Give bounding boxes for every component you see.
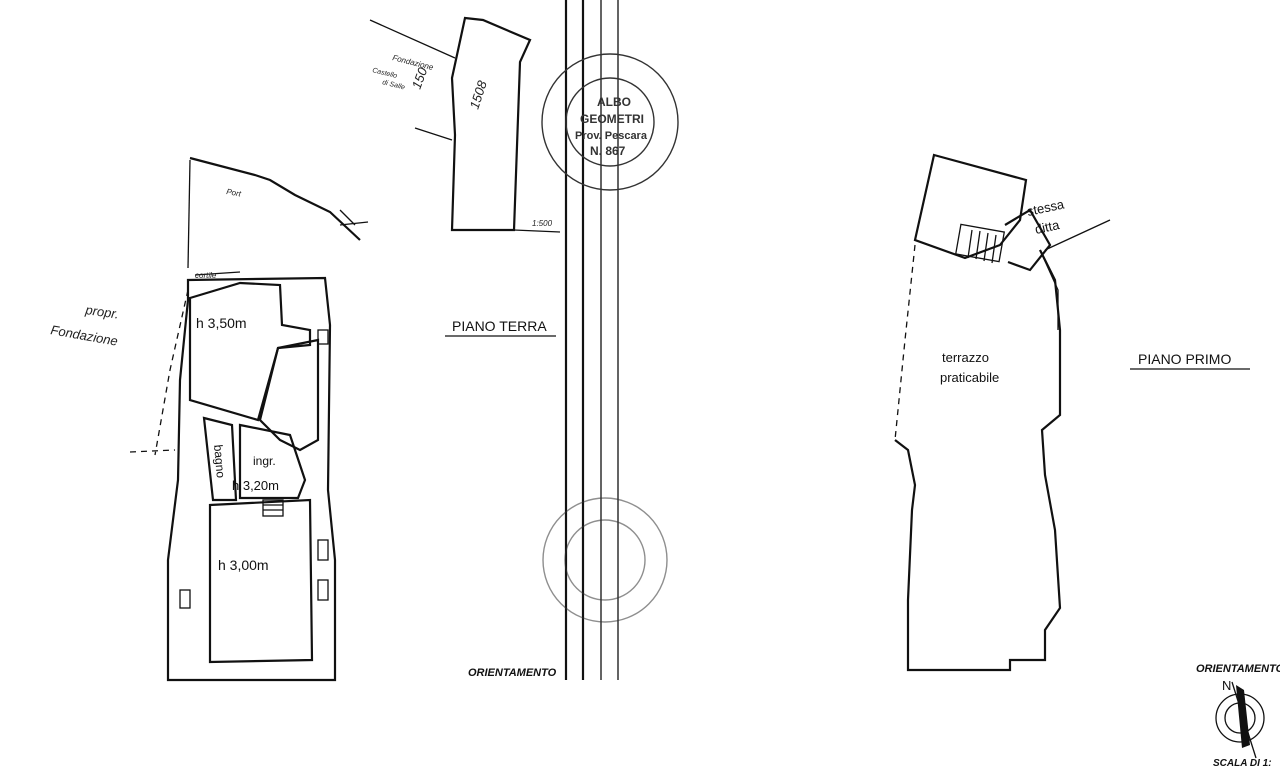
first-floor-plan: terrazzo praticabile stessa ditta PIANO … bbox=[894, 153, 1280, 769]
ground-floor-plan: Port cortile propr. Fondazione h 3,50m b… bbox=[49, 156, 557, 682]
north-label: N bbox=[1222, 678, 1231, 693]
room-bagno: bagno bbox=[211, 444, 228, 479]
ground-floor-title: PIANO TERRA bbox=[452, 318, 547, 334]
terrace-line1: terrazzo bbox=[942, 350, 989, 365]
site-note-line2: Castello bbox=[372, 67, 398, 80]
stamp-line4: N. 867 bbox=[590, 144, 626, 158]
surveyor-stamp-top: ALBO GEOMETRI Prov. Pescara N. 867 bbox=[541, 53, 679, 191]
surveyor-stamp-bottom bbox=[542, 497, 668, 623]
parcel-number: 150 bbox=[409, 65, 431, 91]
neighbor-line1: stessa bbox=[1026, 196, 1067, 219]
site-note-line3: di Salle bbox=[382, 79, 406, 91]
site-scale-label: 1:500 bbox=[532, 219, 553, 228]
site-plan: Fondazione Castello di Salle 150 1508 1:… bbox=[369, 16, 561, 233]
room-height-2: h 3,20m bbox=[232, 478, 279, 493]
label-fondazione: Fondazione bbox=[49, 322, 119, 349]
neighbor-line2: ditta bbox=[1034, 217, 1062, 237]
site-note-line1: Fondazione bbox=[392, 53, 435, 72]
stamp-line1: ALBO bbox=[597, 95, 631, 109]
first-orientation-label: ORIENTAMENTO bbox=[1196, 663, 1280, 675]
first-floor-title: PIANO PRIMO bbox=[1138, 351, 1231, 367]
label-cortile: cortile bbox=[195, 271, 217, 280]
parcel-label: 1508 bbox=[467, 78, 490, 111]
room-ingresso: ingr. bbox=[253, 454, 276, 468]
compass-rose bbox=[1215, 681, 1265, 759]
stamp-line2: GEOMETRI bbox=[580, 112, 644, 126]
parcel-1508 bbox=[450, 16, 532, 232]
ground-orientation-label: ORIENTAMENTO bbox=[468, 667, 557, 679]
scale-label: SCALA DI 1: bbox=[1213, 758, 1272, 769]
terrace-line2: praticabile bbox=[940, 370, 999, 385]
label-porto: Port bbox=[226, 187, 243, 199]
label-proprieta: propr. bbox=[84, 302, 120, 322]
room-height-1: h 3,50m bbox=[196, 315, 247, 331]
stamp-line3: Prov. Pescara bbox=[575, 130, 648, 142]
room-height-3: h 3,00m bbox=[218, 557, 269, 573]
